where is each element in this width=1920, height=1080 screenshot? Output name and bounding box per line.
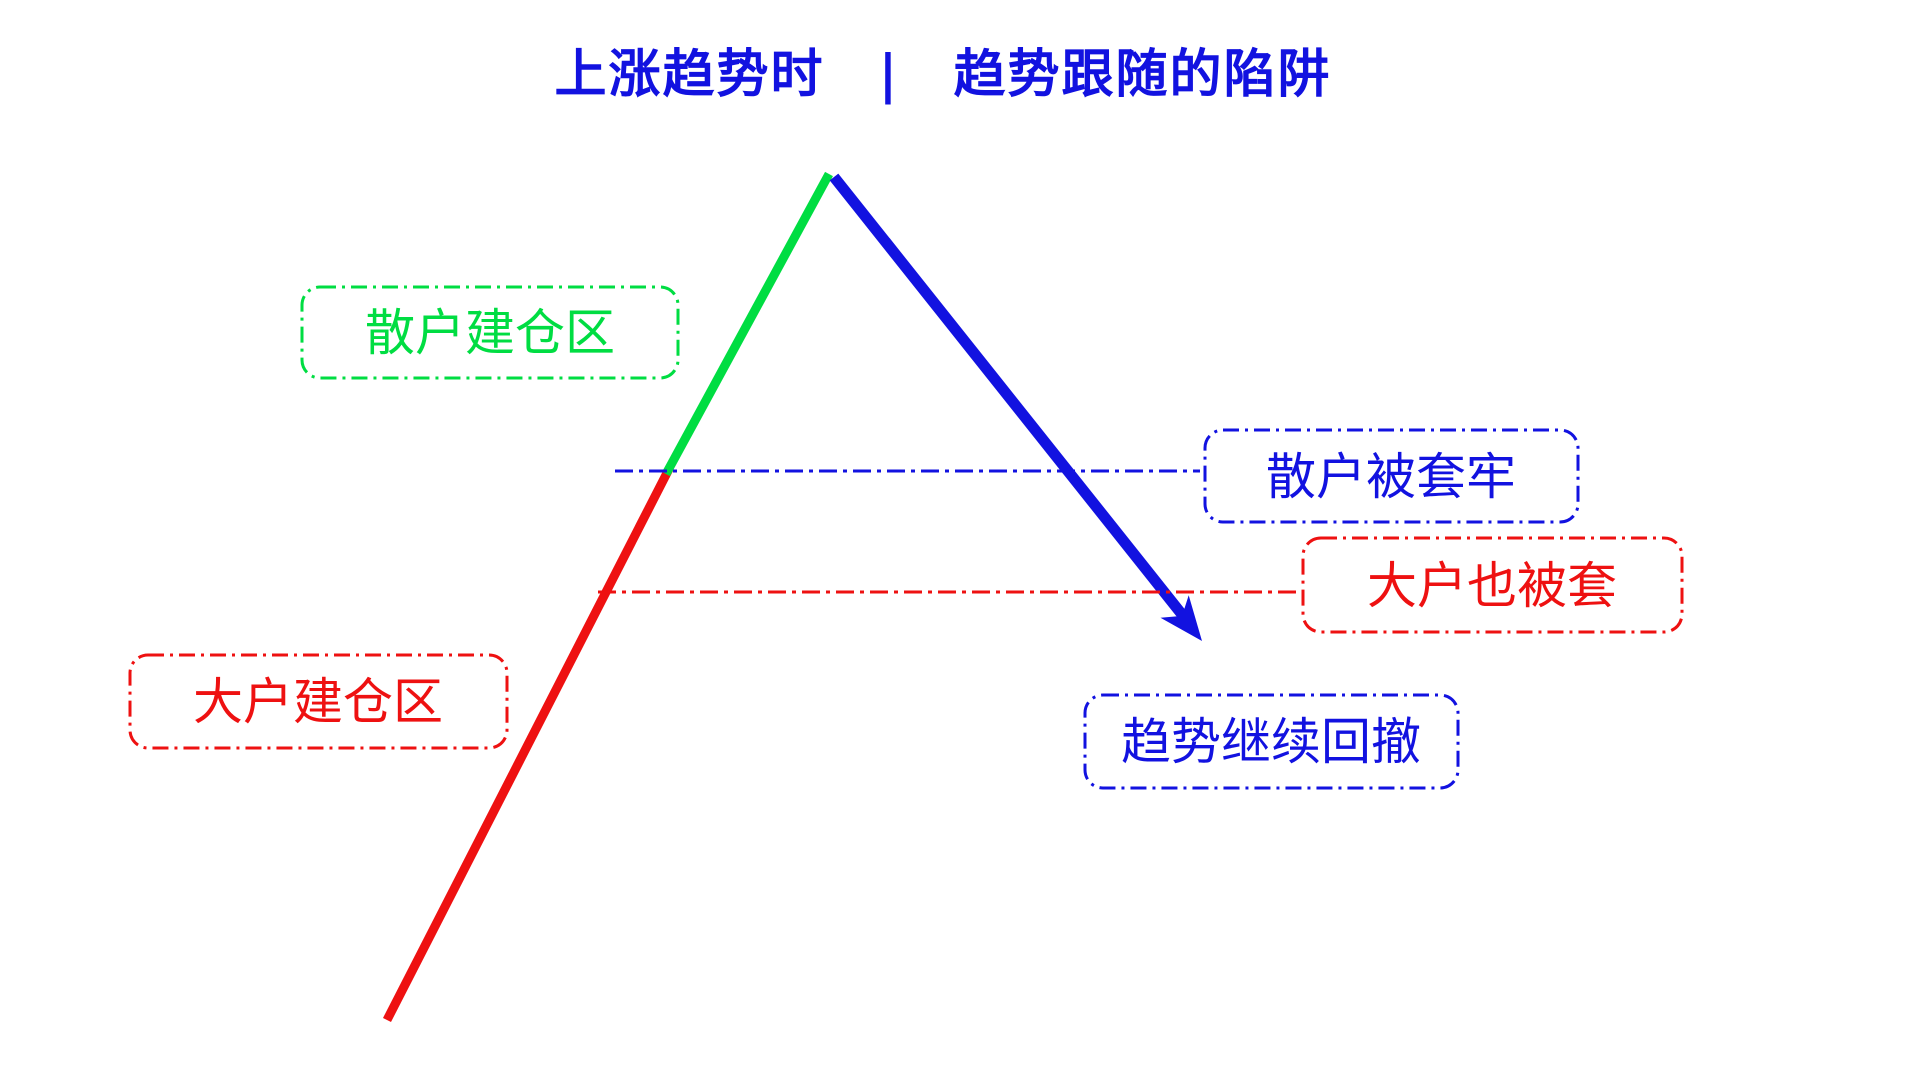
- trend-retrace-label: 趋势继续回撤: [1121, 713, 1421, 771]
- whale-entry-zone-label: 大户建仓区: [193, 673, 443, 731]
- trend-retrace-box: [1083, 693, 1460, 790]
- retail-trapped-label: 散户被套牢: [1266, 448, 1516, 506]
- uptrend-line-green-segment: [662, 171, 833, 477]
- downtrend-arrow-shaft: [829, 173, 1189, 621]
- downtrend-arrowhead-icon: [1160, 595, 1202, 641]
- uptrend-line-red-segment: [382, 466, 674, 1023]
- diagram-title: 上涨趋势时 | 趋势跟随的陷阱: [555, 44, 1332, 105]
- whale-trapped-box: [1301, 536, 1684, 634]
- retail-entry-zone-box: [300, 285, 680, 380]
- retail-entry-zone-label: 散户建仓区: [365, 304, 615, 362]
- whale-trapped-label: 大户也被套: [1367, 557, 1617, 615]
- retail-trapped-box: [1203, 428, 1580, 524]
- whale-entry-zone-box: [128, 653, 509, 750]
